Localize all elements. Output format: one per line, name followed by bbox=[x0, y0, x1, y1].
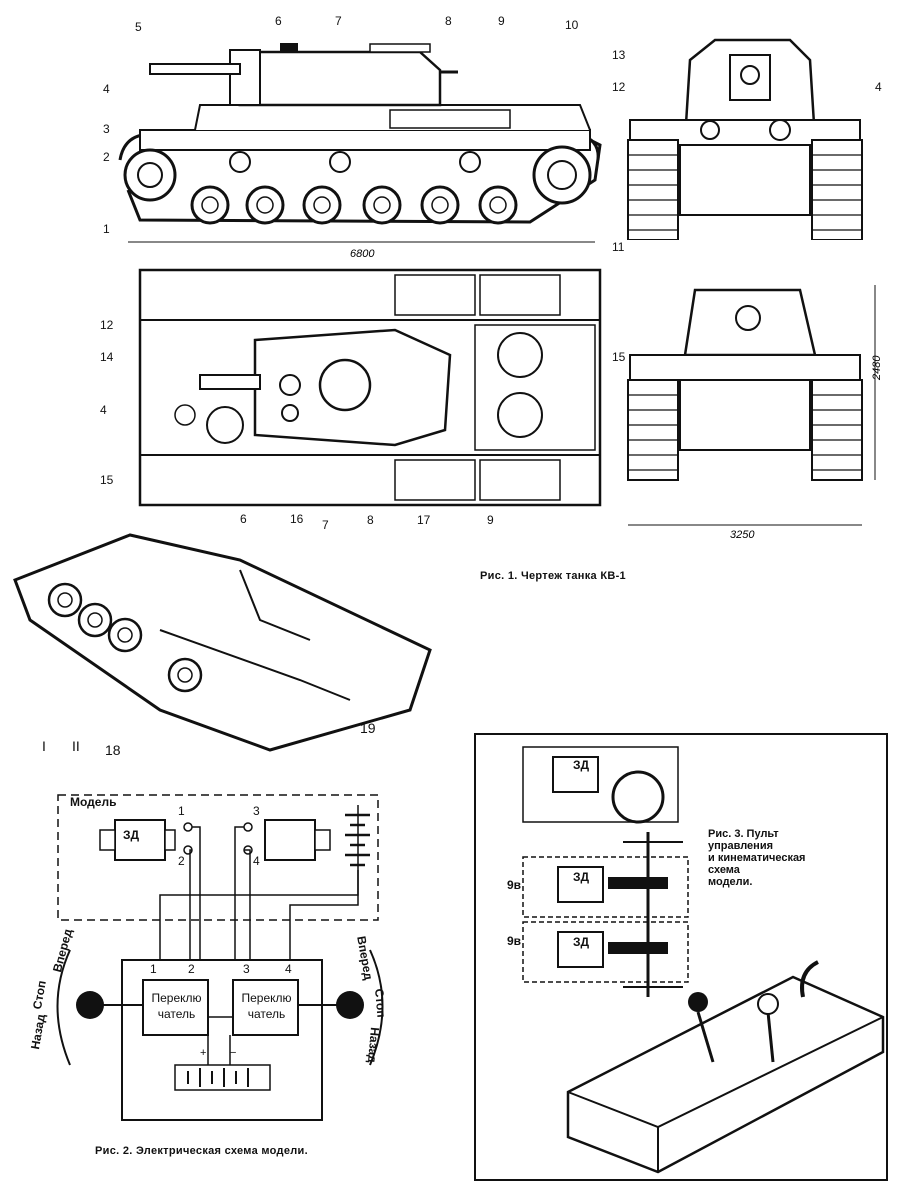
wire-4: 4 bbox=[253, 854, 260, 868]
label-6-top: 6 bbox=[240, 512, 247, 526]
label-7: 7 bbox=[335, 14, 342, 28]
label-6: 6 bbox=[275, 14, 282, 28]
label-10: 10 bbox=[565, 18, 579, 32]
switch-left-l2: чатель bbox=[157, 1007, 196, 1021]
tank-side-view: 6800 bbox=[118, 43, 602, 260]
battery-plus: + bbox=[200, 1047, 207, 1059]
label-4-front: 4 bbox=[875, 80, 882, 94]
terminal-4: 4 bbox=[285, 962, 292, 976]
wire-1: 1 bbox=[178, 804, 185, 818]
label-9-top: 9 bbox=[487, 513, 494, 527]
battery-minus: − bbox=[230, 1047, 237, 1059]
fig3-caption-l5: модели. bbox=[708, 876, 753, 888]
fig3-label-9v-2: 9в bbox=[507, 934, 522, 948]
terminal-1: 1 bbox=[150, 962, 157, 976]
tank-isometric-view bbox=[13, 533, 432, 752]
fig3-label-9v-1: 9в bbox=[507, 878, 522, 892]
label-12: 12 bbox=[612, 80, 626, 94]
fig3-motor-label-top: ЗД bbox=[573, 758, 590, 772]
right-stop: Стоп bbox=[372, 988, 389, 1019]
dim-height: 2480 bbox=[871, 355, 883, 381]
label-3: 3 bbox=[103, 122, 110, 136]
control-panel-scheme bbox=[474, 733, 888, 1181]
fig3-caption-l1: Рис. 3. Пульт bbox=[708, 828, 779, 840]
label-9: 9 bbox=[498, 14, 505, 28]
fig3-motor-label-1: ЗД bbox=[573, 870, 590, 884]
label-12-top: 12 bbox=[100, 318, 114, 332]
fig3-caption: Рис. 3. Пульт управления и кинематическа… bbox=[708, 828, 805, 888]
label-17: 17 bbox=[417, 513, 431, 527]
iso-label-2: II bbox=[72, 738, 80, 754]
fig3-motor-label-2: ЗД bbox=[573, 935, 590, 949]
iso-label-19: 19 bbox=[360, 720, 376, 736]
fig1-caption: Рис. 1. Чертеж танка КВ-1 bbox=[480, 570, 626, 582]
wire-3: 3 bbox=[253, 804, 260, 818]
label-2: 2 bbox=[103, 150, 110, 164]
label-8: 8 bbox=[445, 14, 452, 28]
tank-front-view bbox=[627, 38, 863, 240]
electric-scheme bbox=[56, 794, 384, 1121]
tank-top-view bbox=[138, 268, 602, 507]
fig3-caption-l4: схема bbox=[708, 864, 740, 876]
label-15-right: 15 bbox=[612, 350, 626, 364]
label-4: 4 bbox=[103, 82, 110, 96]
label-1: 1 bbox=[103, 222, 110, 236]
switch-left: Переклю чатель bbox=[144, 990, 209, 1022]
fig2-caption: Рис. 2. Электрическая схема модели. bbox=[95, 1145, 308, 1157]
label-15-left: 15 bbox=[100, 473, 114, 487]
wire-2: 2 bbox=[178, 854, 185, 868]
switch-right-l2: чатель bbox=[247, 1007, 286, 1021]
label-5: 5 bbox=[135, 20, 142, 34]
dim-length: 6800 bbox=[350, 248, 375, 260]
label-16: 16 bbox=[290, 512, 304, 526]
iso-label-18: 18 bbox=[105, 742, 121, 758]
label-7-top: 7 bbox=[322, 518, 329, 532]
model-label: Модель bbox=[70, 795, 117, 809]
fig3-caption-l2: управления bbox=[708, 840, 774, 852]
terminal-3: 3 bbox=[243, 962, 250, 976]
switch-left-l1: Переклю bbox=[151, 991, 202, 1005]
terminal-2: 2 bbox=[188, 962, 195, 976]
tank-rear-view: 2480 3250 bbox=[627, 285, 883, 540]
iso-label-1: I bbox=[42, 738, 46, 754]
label-11: 11 bbox=[612, 240, 625, 254]
motor-label-1: ЗД bbox=[123, 828, 140, 842]
dim-width: 3250 bbox=[730, 529, 755, 540]
label-13: 13 bbox=[612, 48, 626, 62]
fig3-caption-l3: и кинематическая bbox=[708, 852, 806, 864]
switch-right-l1: Переклю bbox=[241, 991, 292, 1005]
label-14: 14 bbox=[100, 350, 114, 364]
label-4-top: 4 bbox=[100, 403, 107, 417]
switch-right: Переклю чатель bbox=[234, 990, 299, 1022]
label-8-top: 8 bbox=[367, 513, 374, 527]
